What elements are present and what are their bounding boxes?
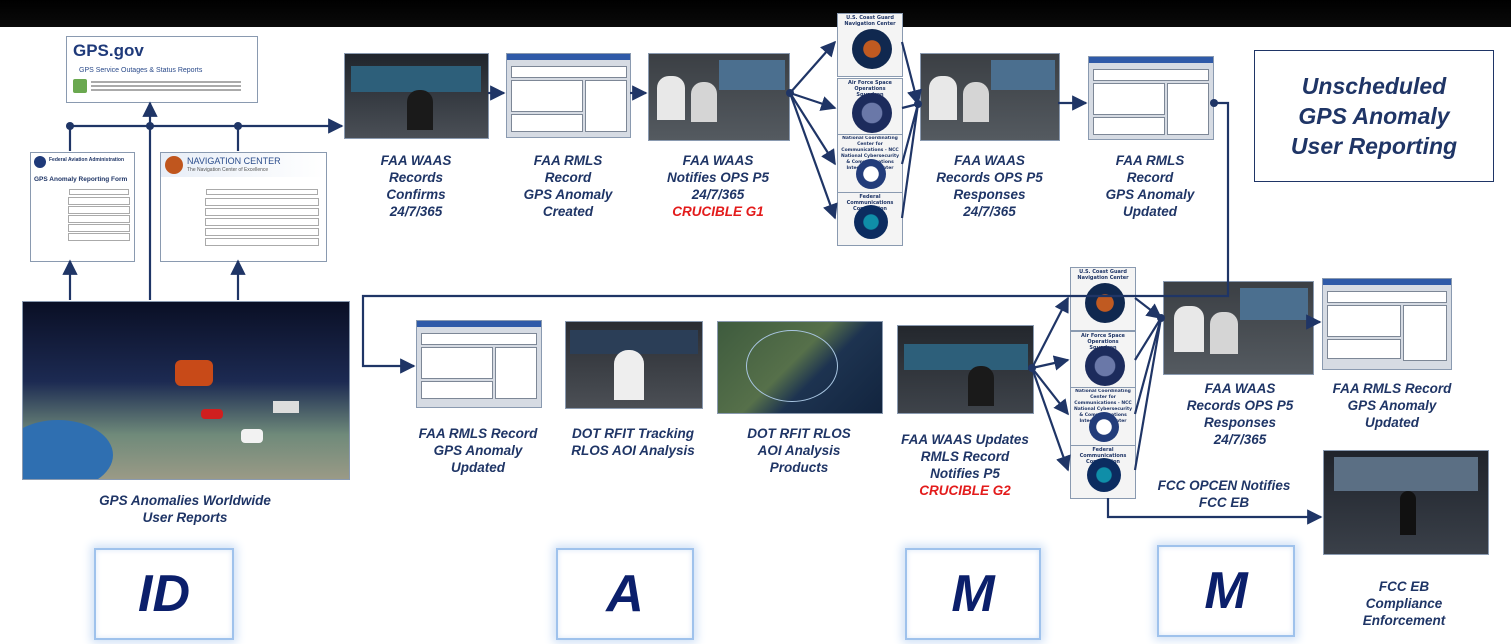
rmls-created-screenshot (506, 53, 631, 138)
operator-image (1174, 306, 1204, 352)
navcen-seal-icon (165, 156, 183, 174)
rmls-updated-screenshot-3 (1322, 278, 1452, 370)
rmls-updated-screenshot (1088, 56, 1214, 140)
operator-image (407, 90, 433, 130)
operator-image (657, 76, 685, 120)
navcen-subtitle: The Navigation Center of Excellence (187, 167, 269, 173)
navcen-title: NAVIGATION CENTER (187, 156, 281, 166)
faa-waas-ops-photo (344, 53, 489, 139)
operator-image (1400, 491, 1416, 535)
diagram-title: Unscheduled GPS Anomaly User Reporting (1254, 50, 1494, 182)
top-band (0, 0, 1511, 27)
navcen-header-bar (161, 153, 326, 177)
uscg-navcen-seal: U.S. Coast Guard Navigation Center (837, 13, 903, 77)
gps-gov-heading: GPS Service Outages & Status Reports (79, 67, 203, 74)
operator-image (614, 350, 644, 400)
rfit-rlos-map-image (717, 321, 883, 414)
truck-image (273, 401, 299, 413)
video-wall-image (1334, 457, 1478, 491)
navcen-form-screenshot: NAVIGATION CENTER The Navigation Center … (160, 152, 327, 262)
navcen-form-fields (206, 189, 318, 195)
dhs-ncc-seal: National Coordinating Center for Communi… (837, 134, 903, 194)
van-image (241, 429, 263, 443)
gps-worldwide-image (22, 301, 350, 480)
air-force-squadron-seal: Air Force Space Operations Squadron (837, 78, 903, 142)
operator-image (691, 82, 717, 122)
gps-gov-text-lines (91, 81, 241, 83)
faa-org-name: Federal Aviation Administration (49, 157, 125, 163)
monitors-image (991, 60, 1055, 90)
aoi-circle (746, 330, 838, 402)
faa-form-fields (69, 189, 129, 195)
crucible-g2-label: CRUCIBLE G2 (919, 483, 1011, 498)
crucible-g1-label: CRUCIBLE G1 (672, 204, 764, 219)
gps-gov-logo: GPS.gov (73, 41, 144, 60)
monitors-image (351, 66, 481, 92)
rfit-tracking-photo (565, 321, 703, 409)
fcc-seal-2: Federal Communications Commission (1070, 445, 1136, 499)
fire-image (175, 360, 213, 386)
waas-updates-photo (897, 325, 1034, 414)
operator-image (968, 366, 994, 406)
phase-id-box: ID (94, 548, 234, 640)
faa-form-title: GPS Anomaly Reporting Form (34, 176, 128, 183)
monitors-image (1240, 288, 1308, 320)
waas-notifies-photo (648, 53, 790, 141)
monitors-image (904, 344, 1028, 370)
operator-image (929, 76, 957, 120)
uscg-navcen-seal-2: U.S. Coast Guard Navigation Center (1070, 267, 1136, 331)
fcc-opcen-photo (1323, 450, 1489, 555)
phase-m2-box: M (1157, 545, 1295, 637)
air-force-squadron-seal-2: Air Force Space Operations Squadron (1070, 331, 1136, 393)
car-image (201, 409, 223, 419)
faa-logo-icon (34, 156, 46, 168)
fcc-seal: Federal Communications Commission (837, 192, 903, 246)
phase-a-box: A (556, 548, 694, 640)
operator-image (963, 82, 989, 122)
gps-gov-map-icon (73, 79, 87, 93)
rmls-updated-screenshot-2 (416, 320, 542, 408)
operator-image (1210, 312, 1238, 354)
gps-gov-screenshot: GPS.gov GPS Service Outages & Status Rep… (66, 36, 258, 103)
faa-anomaly-form-screenshot: Federal Aviation Administration GPS Anom… (30, 152, 135, 262)
monitors-image (719, 60, 785, 90)
phase-m-box: M (905, 548, 1041, 640)
